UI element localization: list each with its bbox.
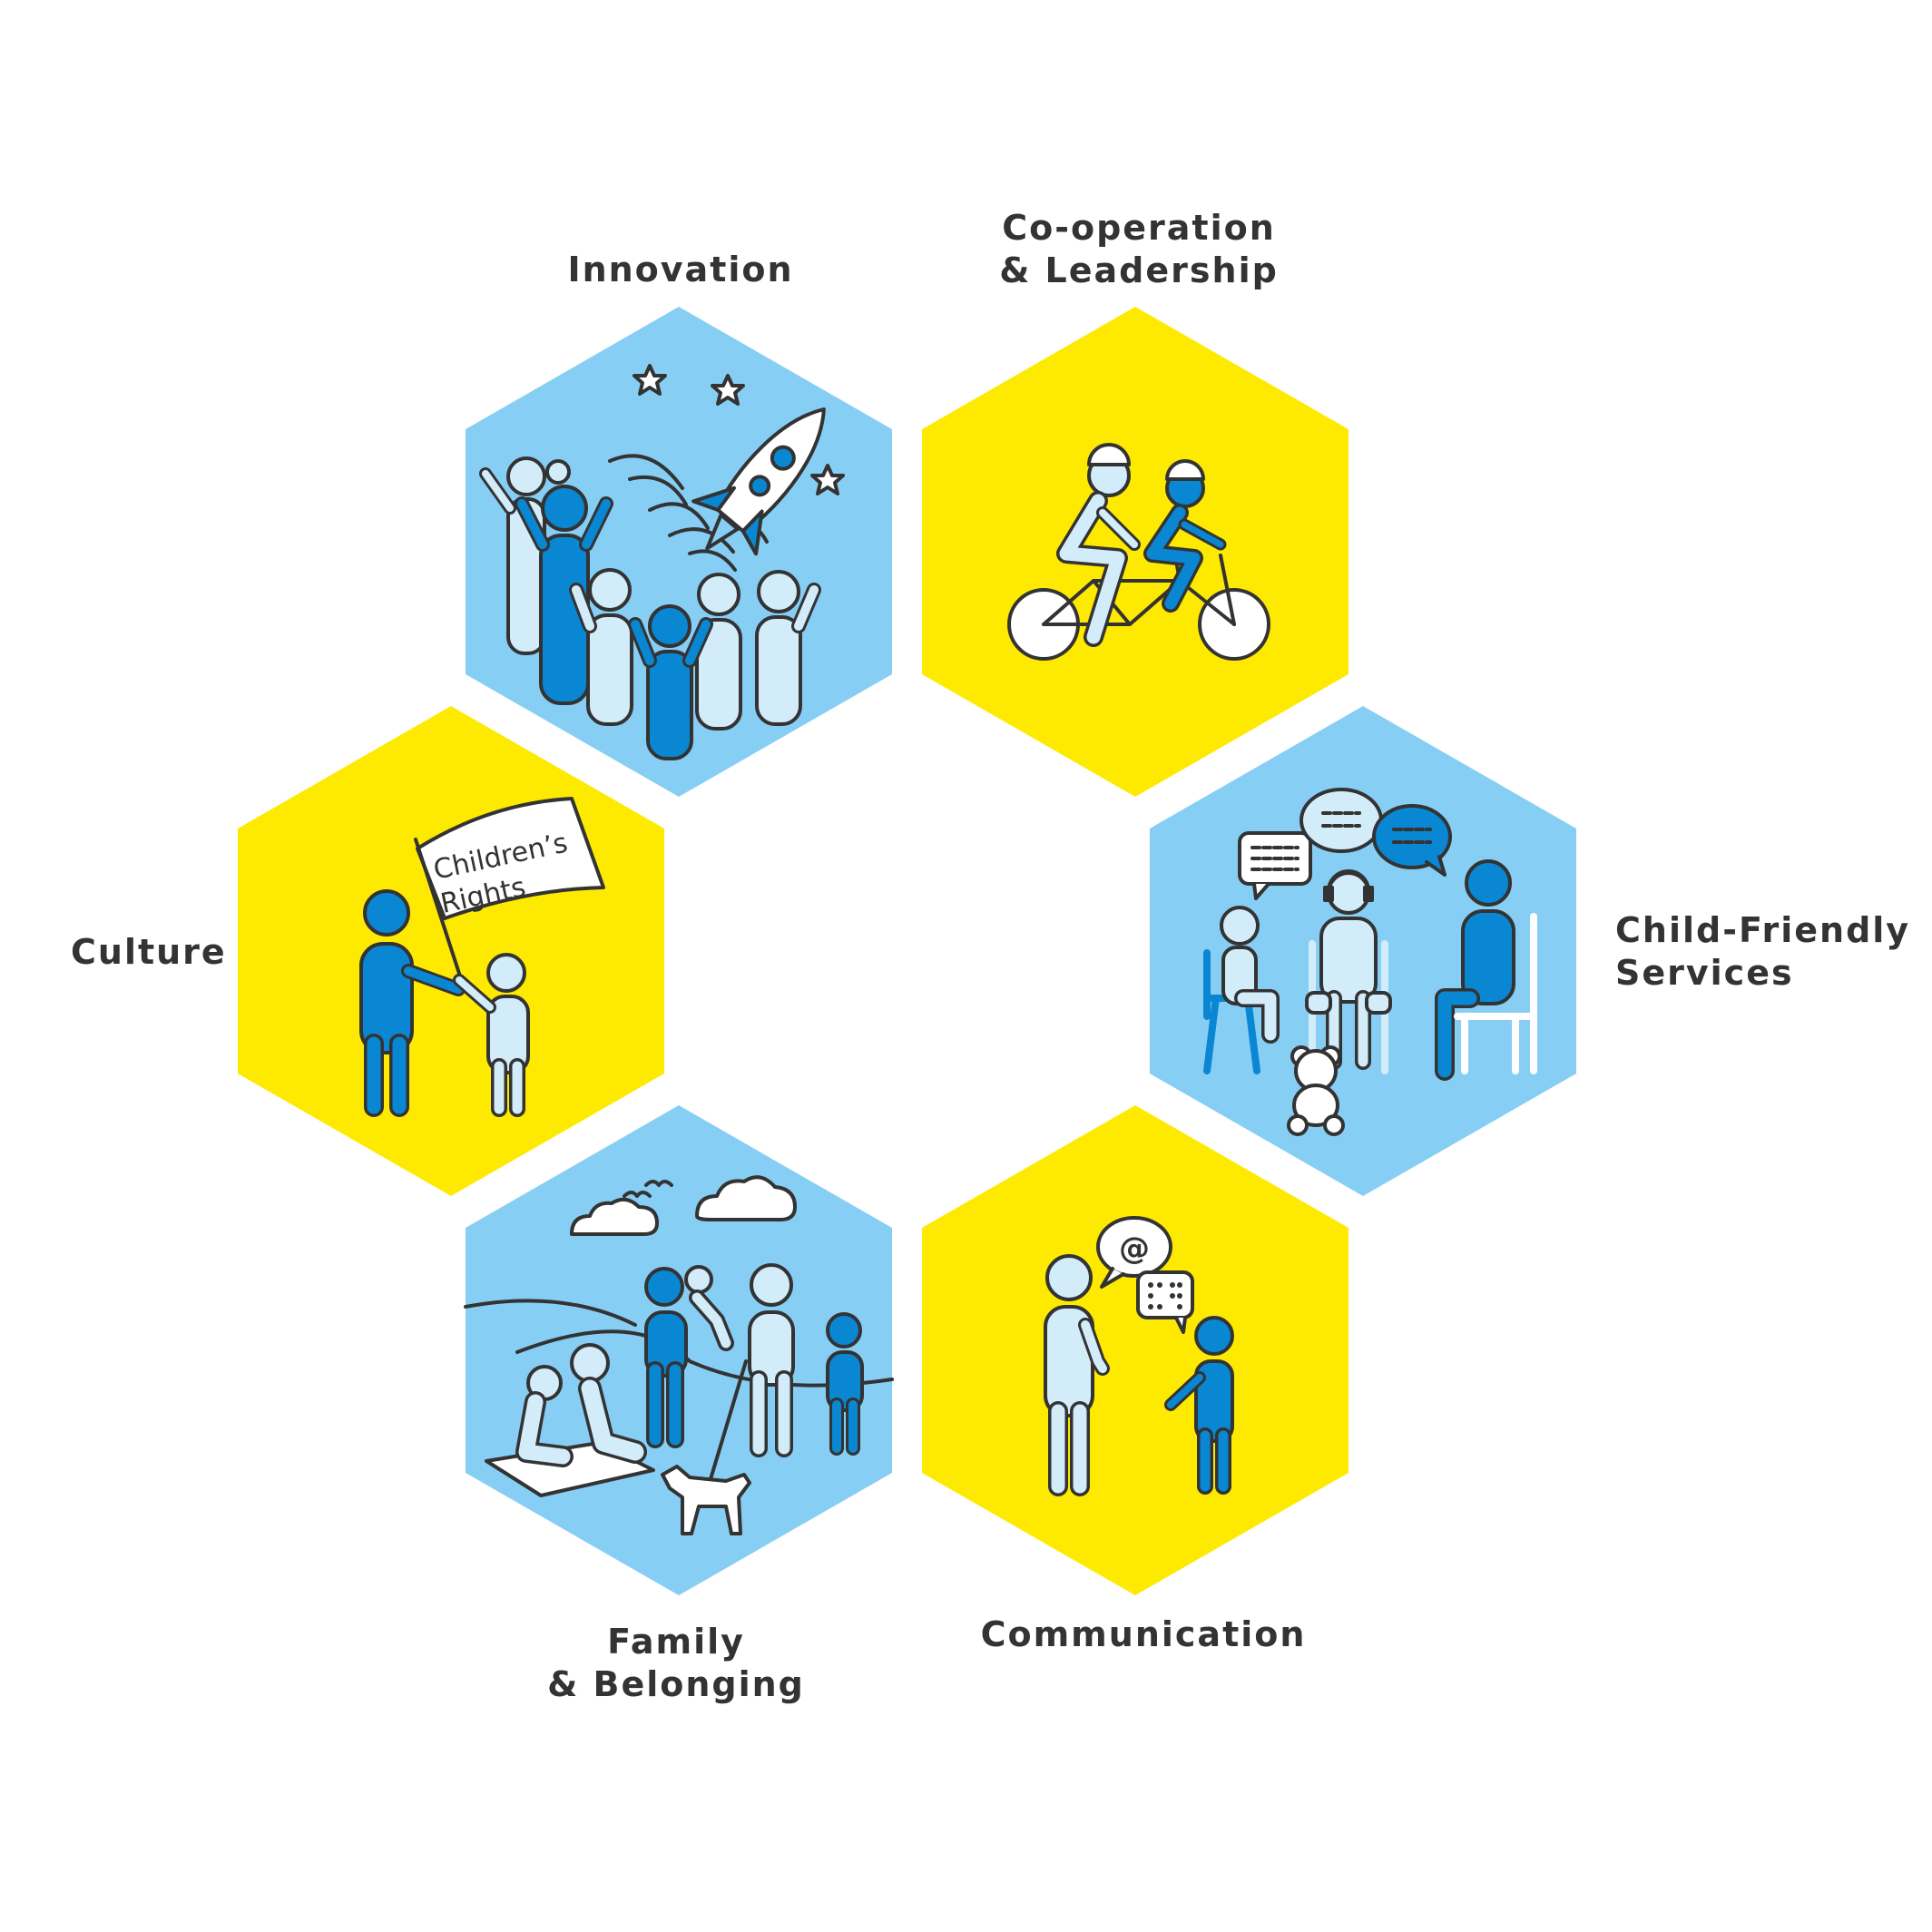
star-icon [711, 374, 745, 406]
label-cooperation: Co-operation & Leadership [989, 207, 1289, 292]
label-child-friendly: Child-Friendly Services [1615, 909, 1911, 995]
group-conversation-icon [1203, 788, 1537, 1136]
bird-icon [623, 1180, 673, 1198]
star-icon [633, 364, 667, 396]
speech-bubble-icon [1372, 804, 1452, 877]
person-figure [755, 570, 821, 726]
label-communication-line-1: Communication [980, 1614, 1307, 1654]
label-communication: Communication [980, 1613, 1307, 1656]
cloud-icon [695, 1175, 797, 1221]
label-cooperation-line-1: Co-operation [1002, 208, 1276, 248]
flag-icon [416, 797, 605, 920]
celebrating-people-rocket-icon [479, 364, 845, 760]
label-culture-line-1: Culture [71, 932, 227, 972]
speech-bubble-icon [1299, 788, 1383, 853]
label-family-line-2: & Belonging [547, 1664, 805, 1704]
tandem-bicycle-icon [1007, 443, 1270, 661]
label-family-line-1: Family [607, 1622, 745, 1662]
label-child-friendly-line-2: Services [1615, 953, 1794, 993]
hexagon-communication [922, 1105, 1348, 1595]
label-cooperation-line-2: & Leadership [999, 250, 1279, 290]
dog-icon [661, 1465, 751, 1535]
label-innovation-line-1: Innovation [567, 250, 794, 289]
adult-child-talking-icon: @ [1044, 1216, 1234, 1496]
label-child-friendly-line-1: Child-Friendly [1615, 910, 1911, 950]
person-figure [515, 459, 613, 705]
speech-bubble-icon [1238, 831, 1312, 900]
person-figure [569, 568, 633, 726]
family-picnic-icon [464, 1175, 894, 1535]
childrens-rights-flag-icon: Children’s Rights [359, 797, 605, 1117]
label-family: Family & Belonging [535, 1621, 817, 1706]
braille-bubble-icon [1136, 1270, 1194, 1334]
email-bubble-icon: @ [1096, 1216, 1172, 1289]
at-sign: @ [1119, 1231, 1150, 1267]
cloud-icon [570, 1197, 659, 1236]
label-culture: Culture [71, 931, 270, 974]
label-innovation: Innovation [544, 249, 817, 291]
person-figure [695, 573, 742, 731]
teddy-bear-icon [1287, 1045, 1345, 1136]
hexagon-cooperation [922, 307, 1348, 797]
star-icon [810, 464, 845, 495]
person-figure [628, 604, 713, 760]
